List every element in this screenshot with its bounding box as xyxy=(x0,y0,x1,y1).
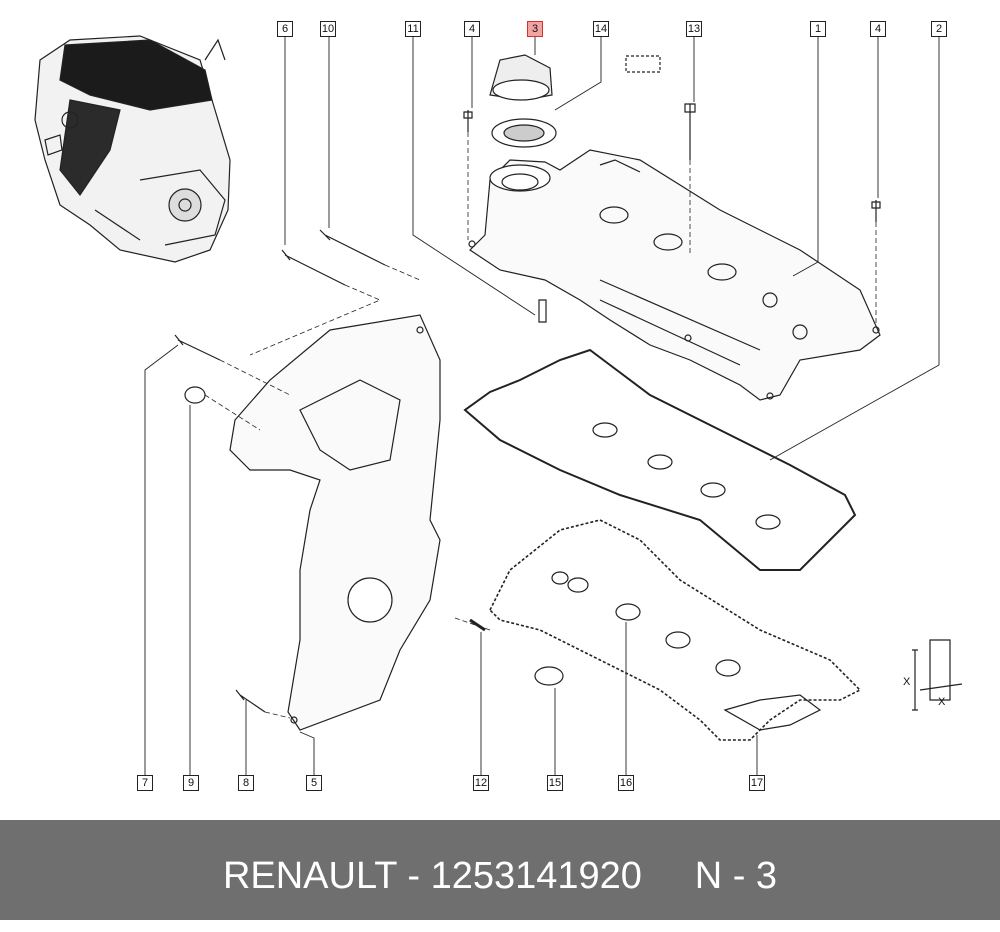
dimension-x-diagonal: X xyxy=(938,696,946,708)
spark-plug-seals xyxy=(592,422,781,530)
cover-gasket xyxy=(463,348,857,571)
bolt-13 xyxy=(684,103,696,160)
bolt-10 xyxy=(319,229,386,266)
gasket-seals xyxy=(551,571,822,731)
assembly-lines xyxy=(204,132,877,719)
pin-12 xyxy=(469,618,486,632)
callout-12: 12 xyxy=(473,775,489,791)
bolt-8 xyxy=(235,689,266,713)
callout-7: 7 xyxy=(137,775,153,791)
callout-17: 17 xyxy=(749,775,765,791)
callout-8: 8 xyxy=(238,775,254,791)
dimension-x-vertical: X xyxy=(903,676,911,688)
bolt-6 xyxy=(281,249,346,286)
callout-14: 14 xyxy=(593,21,609,37)
plug-9 xyxy=(184,386,206,404)
timing-cover xyxy=(229,314,441,731)
lower-gasket xyxy=(489,519,862,741)
callout-10: 10 xyxy=(320,21,336,37)
callout-4-left: 4 xyxy=(464,21,480,37)
bolt-4-right xyxy=(871,200,881,222)
dowel-11 xyxy=(538,299,547,323)
part-number-caption: RENAULT - 1253141920 N - 3 xyxy=(222,855,778,897)
seal-detail xyxy=(625,55,661,73)
exploded-view-drawing xyxy=(34,35,963,776)
callout-3-highlighted: 3 xyxy=(527,21,543,37)
callout-15: 15 xyxy=(547,775,563,791)
o-ring-15 xyxy=(534,666,564,686)
callout-11: 11 xyxy=(405,21,421,37)
callout-5: 5 xyxy=(306,775,322,791)
callout-16: 16 xyxy=(618,775,634,791)
callout-1: 1 xyxy=(810,21,826,37)
oil-filler-cap xyxy=(489,54,553,101)
filler-seal xyxy=(491,118,557,148)
callout-13: 13 xyxy=(686,21,702,37)
valve-cover xyxy=(468,149,881,401)
parts-diagram: 6 10 11 4 3 14 13 1 4 2 7 9 8 5 12 15 16… xyxy=(34,21,963,791)
callout-4-right: 4 xyxy=(870,21,886,37)
engine-thumbnail xyxy=(34,35,231,263)
callout-6: 6 xyxy=(277,21,293,37)
dimension-symbol xyxy=(912,639,963,711)
callout-2: 2 xyxy=(931,21,947,37)
leader-lines xyxy=(144,37,940,776)
callout-9: 9 xyxy=(183,775,199,791)
footer-bar: RENAULT - 1253141920 N - 3 xyxy=(0,820,1000,920)
bolt-4-left xyxy=(463,110,473,132)
bolt-7 xyxy=(174,334,221,361)
